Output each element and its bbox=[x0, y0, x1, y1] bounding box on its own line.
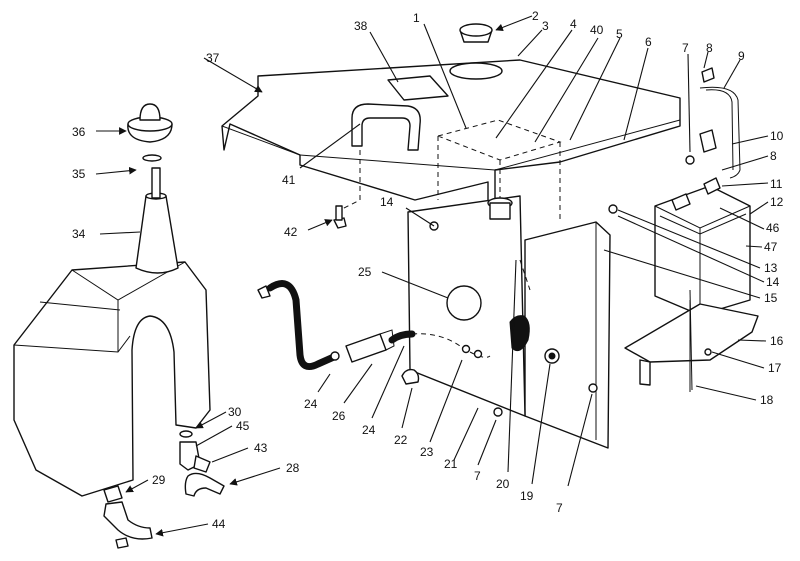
callout-13: 13 bbox=[764, 261, 778, 275]
callout-14-right: 14 bbox=[766, 275, 780, 289]
callout-7-bottom-right: 7 bbox=[556, 501, 563, 515]
callout-47: 47 bbox=[764, 240, 778, 254]
callout-25: 25 bbox=[358, 265, 372, 279]
callout-43: 43 bbox=[254, 441, 268, 455]
callout-38: 38 bbox=[354, 19, 368, 33]
fittings bbox=[103, 430, 225, 549]
side-panel bbox=[524, 221, 611, 449]
leader-lines bbox=[95, 15, 769, 537]
tank-mount-nipple bbox=[487, 197, 513, 220]
callout-24-mid: 24 bbox=[362, 423, 376, 437]
control-panel bbox=[221, 59, 681, 283]
callout-37: 37 bbox=[206, 51, 220, 65]
decal bbox=[387, 75, 449, 101]
callout-21: 21 bbox=[444, 457, 458, 471]
callout-2: 2 bbox=[532, 9, 539, 23]
fuel-gauge-cap bbox=[127, 103, 173, 143]
callout-45: 45 bbox=[236, 419, 250, 433]
fuel-line-upper bbox=[388, 330, 416, 344]
callout-18: 18 bbox=[760, 393, 774, 407]
bolt bbox=[333, 205, 347, 229]
callout-8-mid: 8 bbox=[770, 149, 777, 163]
callout-1: 1 bbox=[413, 11, 420, 25]
callout-9: 9 bbox=[738, 49, 745, 63]
callout-23: 23 bbox=[420, 445, 434, 459]
callout-19: 19 bbox=[520, 489, 534, 503]
callout-36: 36 bbox=[72, 125, 86, 139]
nuts bbox=[429, 155, 695, 417]
plug bbox=[446, 285, 482, 321]
callout-4: 4 bbox=[570, 17, 577, 31]
callout-30: 30 bbox=[228, 405, 242, 419]
callout-46: 46 bbox=[766, 221, 780, 235]
fuel-filter bbox=[345, 329, 395, 363]
callout-15: 15 bbox=[764, 291, 778, 305]
callout-28: 28 bbox=[286, 461, 300, 475]
callout-22: 22 bbox=[394, 433, 408, 447]
callout-16: 16 bbox=[770, 334, 784, 348]
fuel-cap bbox=[459, 23, 493, 43]
fuel-line bbox=[257, 280, 340, 370]
battery-terminals bbox=[671, 177, 721, 211]
hose-clamps bbox=[461, 344, 483, 359]
fuel-tank-filler-neck bbox=[135, 167, 179, 274]
hold-down-rod bbox=[689, 289, 712, 391]
callout-20: 20 bbox=[496, 477, 510, 491]
clamp bbox=[401, 368, 420, 385]
hidden-hose bbox=[411, 333, 491, 358]
fuel-tank bbox=[13, 261, 211, 497]
callout-7-bottom-left: 7 bbox=[474, 469, 481, 483]
callout-labels: 1 2 3 4 40 5 6 7 8 9 37 38 10 8 11 12 36… bbox=[72, 9, 784, 531]
gauge-gasket bbox=[142, 154, 162, 162]
callout-34: 34 bbox=[72, 227, 86, 241]
battery-bracket bbox=[624, 300, 759, 392]
callout-44: 44 bbox=[212, 517, 226, 531]
callout-14-upper: 14 bbox=[380, 195, 394, 209]
battery bbox=[654, 185, 751, 316]
callout-7-top: 7 bbox=[682, 41, 689, 55]
callout-42: 42 bbox=[284, 225, 298, 239]
callout-40: 40 bbox=[590, 23, 604, 37]
callout-17: 17 bbox=[768, 361, 782, 375]
grommet bbox=[544, 348, 560, 364]
callout-5: 5 bbox=[616, 27, 623, 41]
battery-cable bbox=[699, 67, 741, 179]
callout-10: 10 bbox=[770, 129, 784, 143]
callout-35: 35 bbox=[72, 167, 86, 181]
callout-8-top: 8 bbox=[706, 41, 713, 55]
fill-opening bbox=[449, 62, 503, 80]
callout-11: 11 bbox=[770, 177, 783, 191]
callout-26: 26 bbox=[332, 409, 346, 423]
callout-29: 29 bbox=[152, 473, 166, 487]
callout-6: 6 bbox=[645, 35, 652, 49]
handle bbox=[351, 103, 421, 151]
callout-24-left: 24 bbox=[304, 397, 318, 411]
callout-3: 3 bbox=[542, 19, 549, 33]
callout-41: 41 bbox=[282, 173, 296, 187]
callout-12: 12 bbox=[770, 195, 784, 209]
